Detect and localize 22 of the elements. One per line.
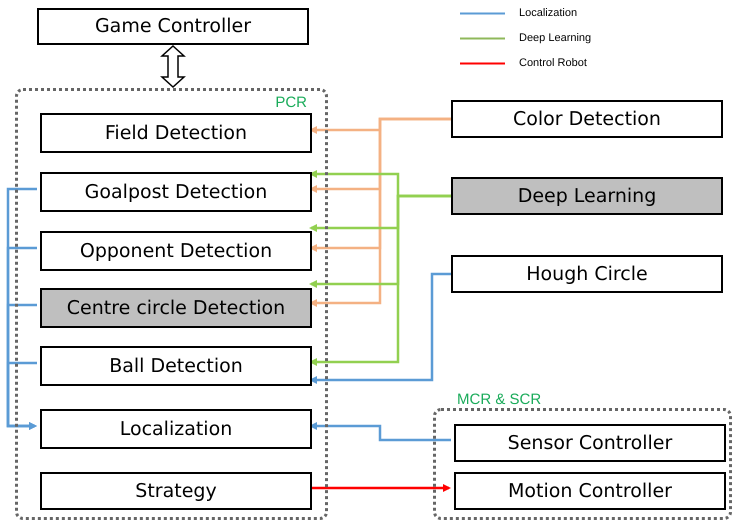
process-box: Localization [40, 409, 312, 449]
process-box: Strategy [40, 472, 312, 510]
legend-label: Deep Learning [519, 31, 592, 46]
process-box: Motion Controller [454, 472, 726, 510]
process-box: Opponent Detection [40, 231, 312, 271]
process-box: Deep Learning [451, 177, 723, 215]
double-arrow [160, 44, 186, 88]
process-box: Sensor Controller [454, 424, 726, 462]
group-label: MCR & SCR [457, 392, 542, 407]
group-frame [15, 88, 328, 520]
group-label: PCR [275, 95, 307, 110]
process-box: Hough Circle [451, 255, 723, 293]
process-box: Field Detection [40, 113, 312, 153]
arrow [6, 362, 37, 430]
arrow [312, 484, 451, 492]
process-box: Color Detection [451, 100, 723, 138]
process-box: Game Controller [37, 8, 309, 45]
process-box: Centre circle Detection [40, 288, 312, 328]
legend-label: Localization [519, 6, 578, 22]
process-box: Ball Detection [40, 346, 312, 386]
process-box: Goalpost Detection [40, 172, 312, 212]
legend-label: Control Robot [519, 56, 587, 72]
